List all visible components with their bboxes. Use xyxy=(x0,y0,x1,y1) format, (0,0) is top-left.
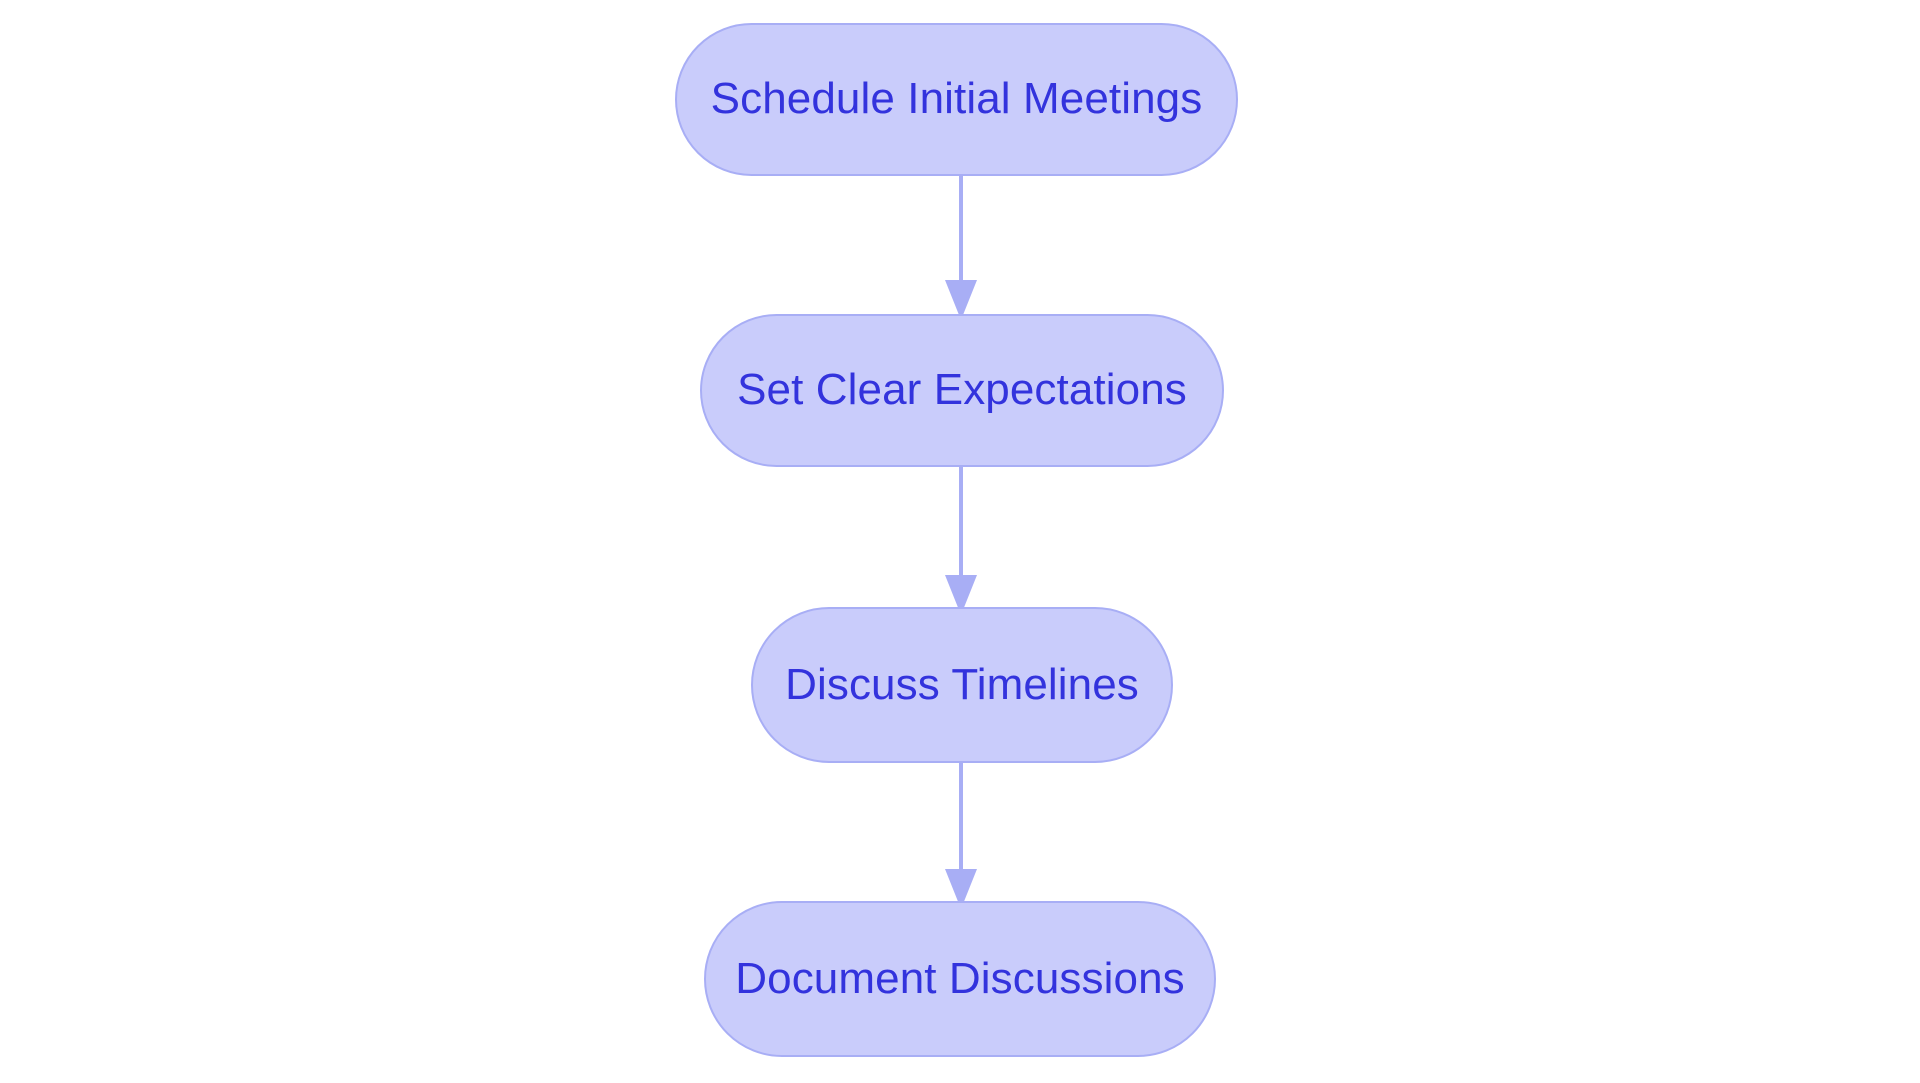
flow-node-label: Document Discussions xyxy=(735,953,1185,1003)
flow-node-label: Schedule Initial Meetings xyxy=(710,74,1203,124)
flow-node-label: Discuss Timelines xyxy=(785,659,1139,709)
flow-node-schedule-initial-meetings[interactable]: Schedule Initial Meetings xyxy=(675,23,1238,176)
flow-node-set-clear-expectations[interactable]: Set Clear Expectations xyxy=(700,314,1224,467)
flow-node-document-discussions[interactable]: Document Discussions xyxy=(704,901,1216,1057)
flow-node-discuss-timelines[interactable]: Discuss Timelines xyxy=(751,607,1173,763)
flow-node-label: Set Clear Expectations xyxy=(737,365,1187,415)
